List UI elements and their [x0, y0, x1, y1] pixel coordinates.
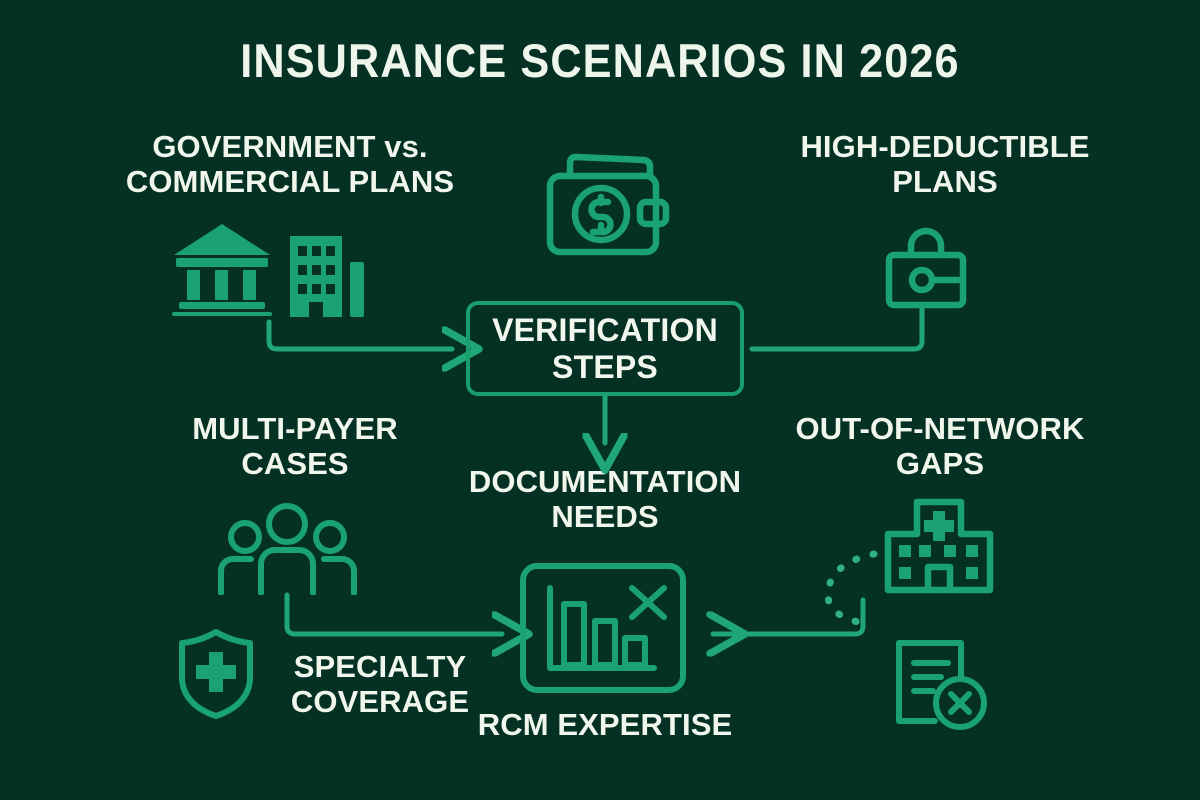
verification-steps-label: VERIFICATION STEPS	[492, 312, 718, 385]
verification-steps-box[interactable]: VERIFICATION STEPS	[466, 301, 744, 396]
shield-plus-icon	[176, 628, 256, 720]
label-high-deductible-plans: HIGH-DEDUCTIBLE PLANS	[800, 129, 1090, 199]
label-specialty-coverage: SPECIALTY COVERAGE	[290, 649, 470, 719]
document-x-icon	[890, 637, 990, 733]
hospital-icon	[884, 498, 994, 594]
wallet-dollar-icon	[544, 146, 672, 258]
connector-hospital-dotted-arc	[824, 550, 878, 626]
connector-deductible-to-verification	[749, 305, 925, 352]
label-government-commercial-plans: GOVERNMENT vs. COMMERCIAL PLANS	[125, 129, 455, 199]
bank-icon	[170, 222, 274, 316]
label-out-of-network-gaps: OUT-OF-NETWORK GAPS	[795, 411, 1085, 481]
label-rcm-expertise: RCM EXPERTISE	[477, 707, 733, 742]
office-building-icon	[288, 232, 366, 317]
connector-network-to-rcm	[713, 597, 866, 634]
label-multi-payer-cases: MULTI-PAYER CASES	[192, 411, 398, 481]
page-title: INSURANCE SCENARIOS IN 2026	[240, 34, 960, 87]
people-group-icon	[215, 502, 360, 596]
connector-gov-to-verification	[266, 319, 452, 349]
connector-multipayer-to-rcm	[284, 592, 502, 634]
declining-bar-chart-x-icon	[519, 562, 687, 694]
padlock-icon	[884, 222, 968, 310]
label-documentation-needs: DOCUMENTATION NEEDS	[468, 464, 742, 534]
